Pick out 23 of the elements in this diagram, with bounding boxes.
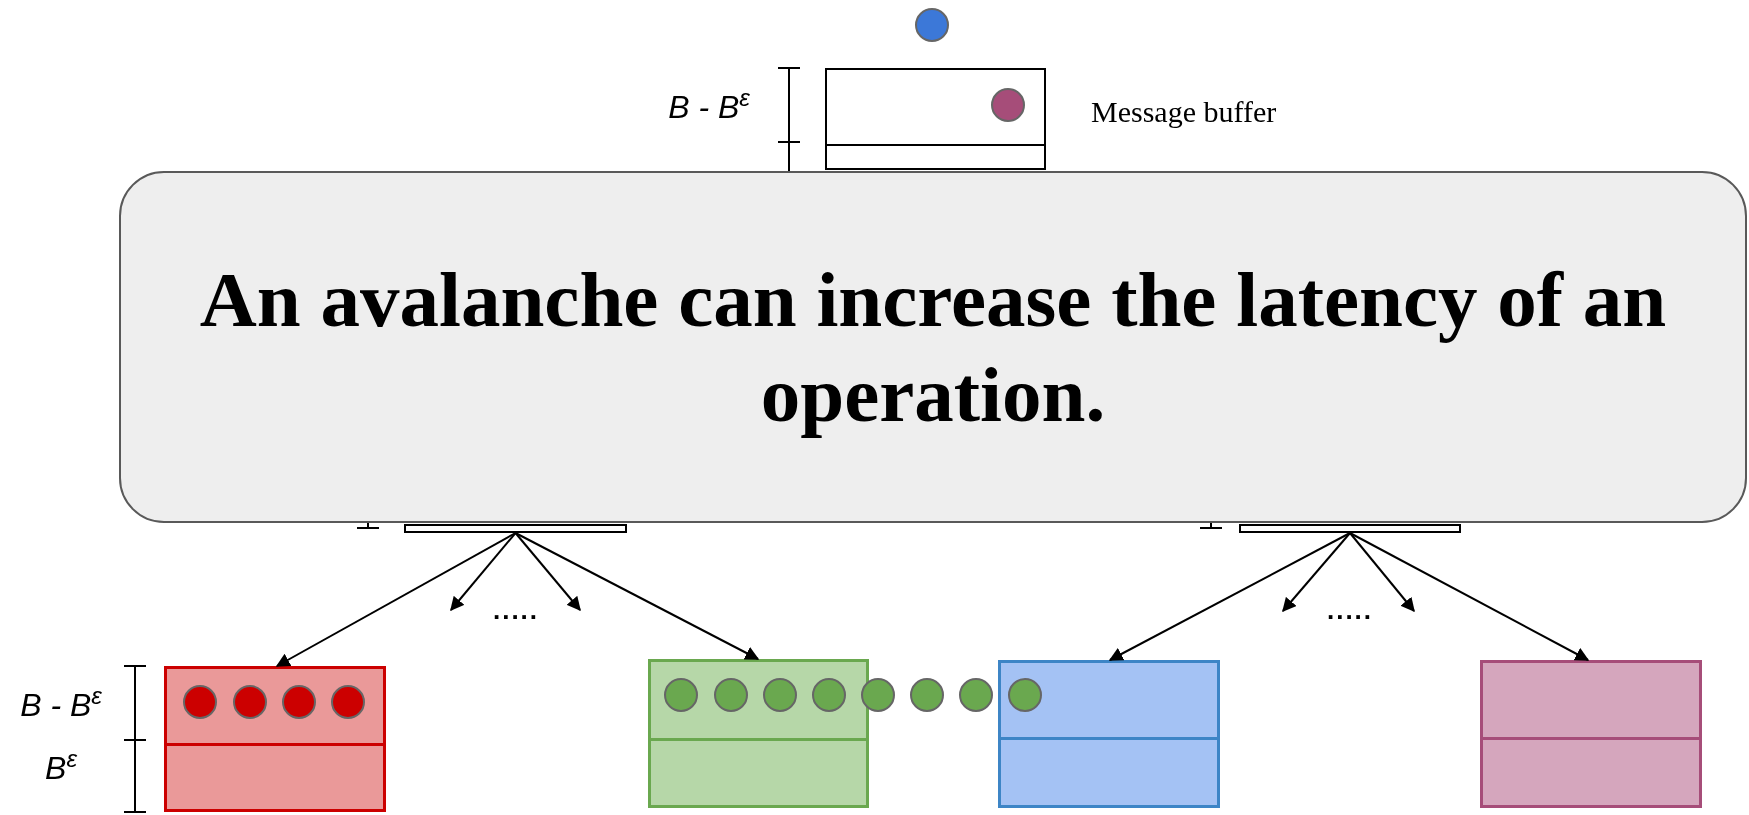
buffer-box (648, 659, 869, 808)
callout-text: An avalanche can increase the latency of an operation. (198, 255, 1668, 440)
buffer-box (1239, 524, 1461, 533)
arrow (1349, 532, 1415, 613)
arrow (450, 532, 517, 612)
dimension-label: B - B$^{ε}$ (668, 88, 750, 126)
arrow (514, 532, 760, 660)
arrow (1108, 532, 1351, 661)
arrow (1349, 532, 1590, 661)
buffer-caption: Message buffer (1091, 94, 1277, 130)
buffer-box (998, 660, 1220, 808)
buffer-box (164, 666, 386, 812)
dimension-label: B$^{ε}$ (45, 749, 77, 787)
buffer-box (825, 68, 1046, 170)
dimension-label: B - B$^{ε}$ (20, 686, 102, 724)
ellipsis-label: ..... (1326, 597, 1374, 623)
buffer-box (404, 524, 627, 533)
buffer-box (1480, 660, 1702, 808)
arrow (514, 532, 581, 612)
callout-box (119, 171, 1747, 523)
arrow (275, 532, 517, 667)
arrow (1282, 532, 1351, 613)
ellipsis-label: ..... (492, 597, 540, 623)
